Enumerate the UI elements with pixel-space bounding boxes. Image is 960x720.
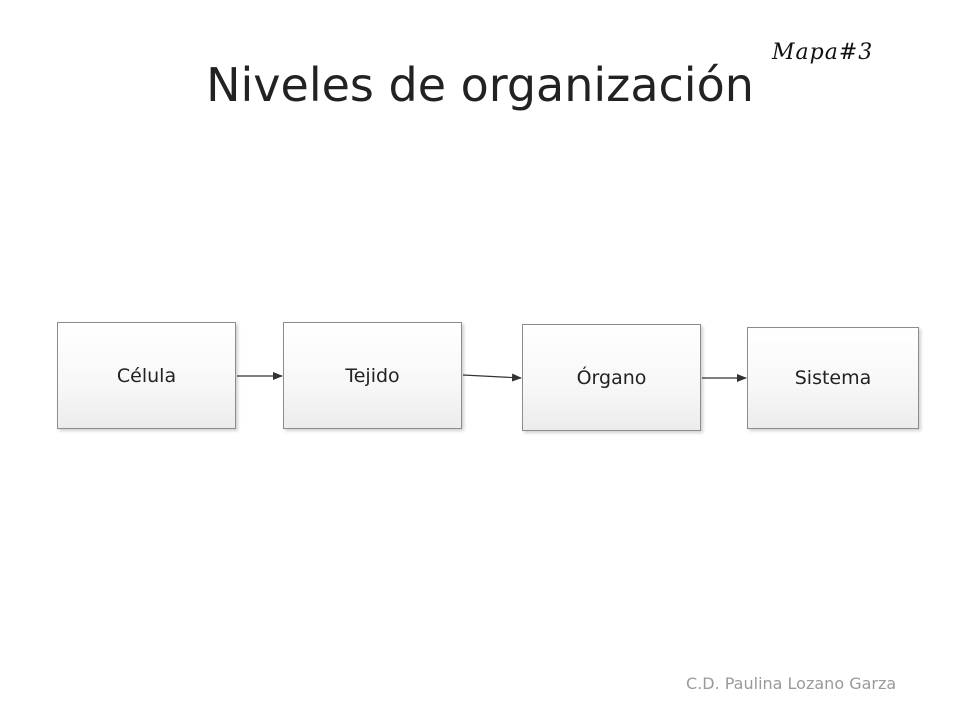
node-celula: Célula <box>57 322 236 429</box>
map-number-label: Mapa#3 <box>772 40 874 65</box>
node-label: Sistema <box>794 367 872 389</box>
node-label: Célula <box>116 364 177 387</box>
node-sistema: Sistema <box>747 327 919 429</box>
arrow-tejido-to-organo <box>462 373 522 382</box>
node-tejido: Tejido <box>283 322 462 429</box>
page-title: Niveles de organización <box>206 58 754 112</box>
node-label: Tejido <box>345 364 400 387</box>
author-credit: C.D. Paulina Lozano Garza <box>686 674 897 693</box>
node-label: Órgano <box>576 366 647 389</box>
node-organo: Órgano <box>522 324 701 431</box>
